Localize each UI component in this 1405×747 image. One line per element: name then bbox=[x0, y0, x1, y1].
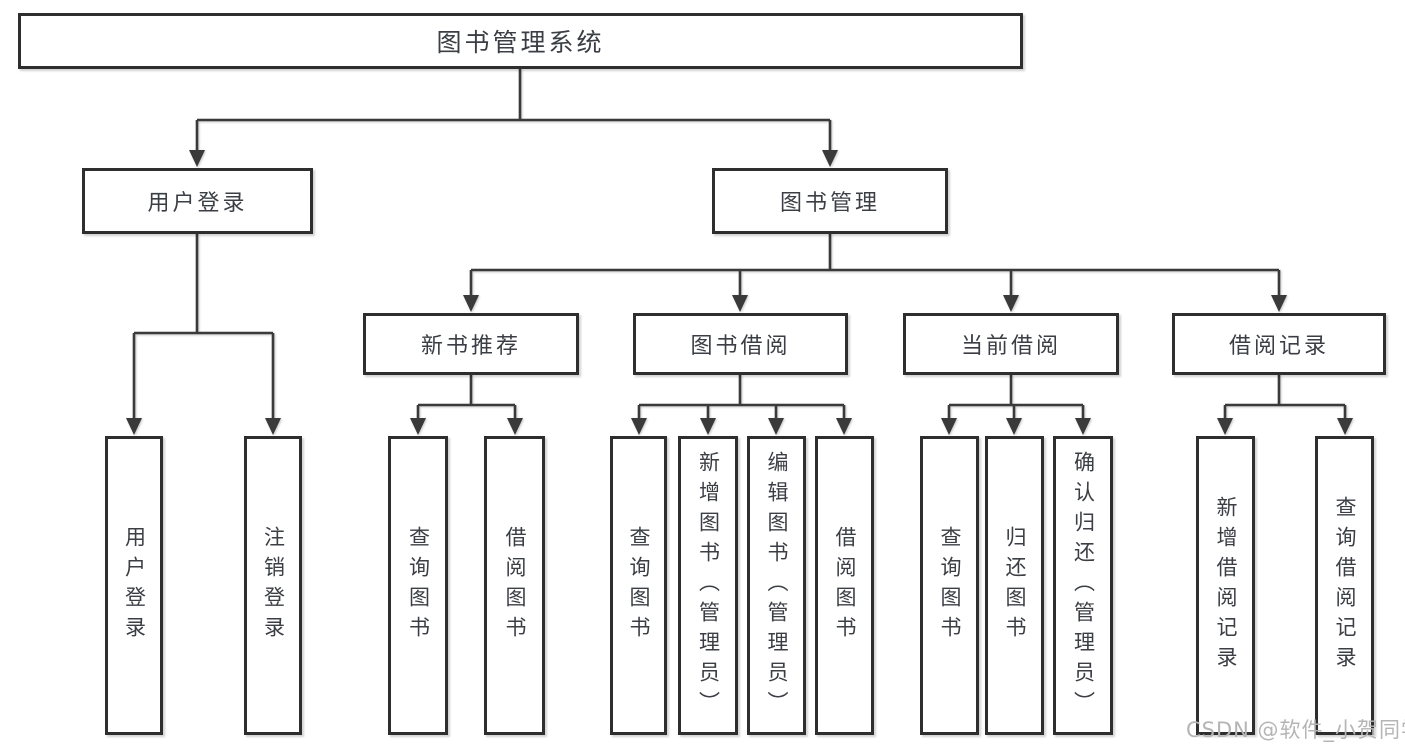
leaf-add-borrow-record: 新增借阅记录 bbox=[1196, 436, 1255, 735]
leaf-add-borrow-record-label: 新增借阅记录 bbox=[1214, 495, 1238, 676]
tree-edges bbox=[132, 69, 1347, 419]
leaf-query-books-current: 查询图书 bbox=[920, 436, 979, 735]
leaf-borrow-books-borrowing: 借阅图书 bbox=[815, 436, 874, 735]
node-book-management: 图书管理 bbox=[712, 168, 948, 234]
leaf-borrow-books-recommend-label: 借阅图书 bbox=[503, 525, 527, 646]
leaf-borrow-books-recommend: 借阅图书 bbox=[484, 436, 545, 735]
leaf-add-books-admin: 新增图书（管理员） bbox=[678, 436, 738, 735]
leaf-edit-books-admin-label: 编辑图书（管理员） bbox=[765, 450, 789, 721]
leaf-query-books-borrowing: 查询图书 bbox=[610, 436, 667, 735]
leaf-return-books-label: 归还图书 bbox=[1003, 525, 1027, 646]
leaf-return-books: 归还图书 bbox=[985, 436, 1044, 735]
node-book-borrowing: 图书借阅 bbox=[633, 313, 848, 375]
leaf-confirm-return-admin-label: 确认归还（管理员） bbox=[1071, 450, 1096, 721]
node-user-login-branch-label: 用户登录 bbox=[147, 191, 248, 216]
node-new-book-recommend: 新书推荐 bbox=[363, 313, 579, 375]
leaf-query-books-recommend-label: 查询图书 bbox=[406, 525, 431, 646]
node-borrowing-records-label: 借阅记录 bbox=[1228, 334, 1329, 359]
node-borrowing-records: 借阅记录 bbox=[1172, 313, 1386, 375]
leaf-user-login-label: 用户登录 bbox=[122, 525, 147, 646]
node-current-borrowing-label: 当前借阅 bbox=[960, 334, 1061, 359]
node-new-book-recommend-label: 新书推荐 bbox=[420, 334, 521, 359]
node-book-borrowing-label: 图书借阅 bbox=[690, 334, 791, 359]
node-library-system: 图书管理系统 bbox=[18, 13, 1023, 69]
leaf-query-borrow-record: 查询借阅记录 bbox=[1315, 436, 1374, 735]
csdn-watermark: CSDN @软件_小贺同学 bbox=[1186, 718, 1405, 742]
leaf-query-books-recommend: 查询图书 bbox=[388, 436, 448, 735]
leaf-logout-login-label: 注销登录 bbox=[261, 525, 286, 646]
node-library-system-label: 图书管理系统 bbox=[436, 28, 605, 57]
leaf-borrow-books-borrowing-label: 借阅图书 bbox=[833, 525, 857, 646]
node-current-borrowing: 当前借阅 bbox=[903, 313, 1119, 375]
leaf-query-books-borrowing-label: 查询图书 bbox=[627, 525, 651, 646]
node-book-management-label: 图书管理 bbox=[779, 191, 880, 216]
leaf-edit-books-admin: 编辑图书（管理员） bbox=[747, 436, 806, 735]
leaf-add-books-admin-label: 新增图书（管理员） bbox=[696, 450, 721, 721]
leaf-user-login: 用户登录 bbox=[105, 436, 163, 735]
node-user-login-branch: 用户登录 bbox=[82, 168, 313, 234]
leaf-query-books-current-label: 查询图书 bbox=[938, 525, 962, 646]
leaf-confirm-return-admin: 确认归还（管理员） bbox=[1053, 436, 1113, 735]
leaf-logout-login: 注销登录 bbox=[244, 436, 302, 735]
leaf-query-borrow-record-label: 查询借阅记录 bbox=[1333, 495, 1357, 676]
